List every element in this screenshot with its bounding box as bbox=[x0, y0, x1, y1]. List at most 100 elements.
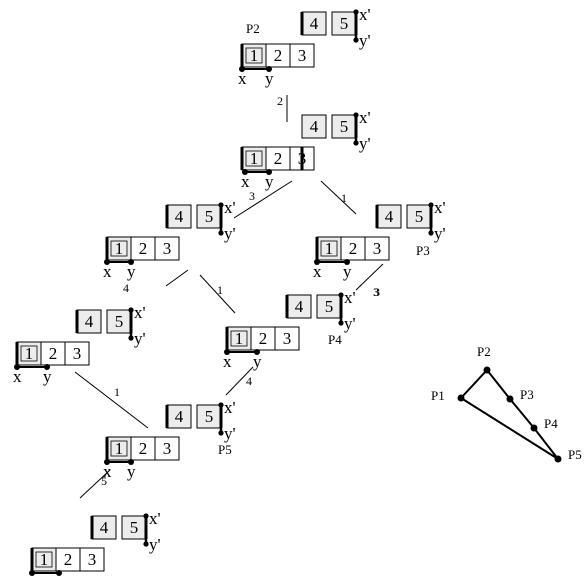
x-label: x bbox=[28, 573, 37, 579]
vertex-dot bbox=[554, 455, 562, 463]
joint-dot bbox=[143, 541, 149, 547]
edge-labels: 2 1 1 1 4 5 3 bbox=[101, 94, 379, 488]
cell-label: 3 bbox=[283, 329, 292, 348]
cell-label: 1 bbox=[325, 239, 334, 258]
cell-label: 2 bbox=[49, 344, 58, 363]
joint-dot bbox=[56, 570, 62, 576]
cell-inner bbox=[320, 240, 338, 257]
tree-edges bbox=[74, 95, 384, 499]
cell-label: 4 bbox=[310, 117, 319, 136]
p5-label: P5 bbox=[218, 442, 232, 457]
cell-label: 5 bbox=[115, 312, 124, 331]
cell-label: 2 bbox=[64, 550, 73, 569]
y-label: y bbox=[265, 172, 274, 191]
x-prime-label: x' bbox=[359, 5, 371, 24]
cell bbox=[301, 114, 327, 139]
cell-label: 3 bbox=[298, 46, 307, 65]
cell-label: 4 bbox=[310, 14, 319, 33]
cell-label: 3 bbox=[73, 344, 82, 363]
y-prime-label: y' bbox=[149, 535, 161, 554]
edge-label: 3 bbox=[373, 285, 379, 299]
joint-dot bbox=[218, 430, 224, 436]
cell-label: 2 bbox=[274, 149, 283, 168]
joint-dot bbox=[428, 230, 434, 236]
cell-label: 4 bbox=[175, 407, 184, 426]
joint-dot bbox=[224, 349, 230, 355]
cell-inner bbox=[245, 150, 263, 167]
joint-dot bbox=[242, 169, 248, 175]
tree-edge bbox=[165, 269, 189, 287]
joint-dot bbox=[428, 202, 434, 208]
y-prime-label: y' bbox=[359, 31, 371, 50]
cell-label: 5 bbox=[340, 14, 349, 33]
edge-label: 1 bbox=[341, 191, 347, 205]
cell-label: 4 bbox=[295, 297, 304, 316]
joint-dot bbox=[218, 230, 224, 236]
cell-label: 4 bbox=[100, 518, 109, 537]
cell-label: 1 bbox=[250, 149, 259, 168]
joint-dot bbox=[338, 320, 344, 326]
cell-label: 3 bbox=[373, 239, 382, 258]
joint-dot bbox=[104, 259, 110, 265]
y-prime-label: y' bbox=[224, 224, 236, 243]
p2-label: P2 bbox=[246, 21, 260, 36]
strip-configurations: 12345xyx'y'12345xyx'y'12345xyx'y'12345xy… bbox=[13, 5, 446, 579]
joint-dot bbox=[353, 112, 359, 118]
joint-dot bbox=[344, 259, 350, 265]
y-subscript: 4 bbox=[123, 281, 129, 295]
y-prime-label: y' bbox=[134, 329, 146, 348]
y-label: y bbox=[55, 573, 64, 579]
x-prime-label: x' bbox=[344, 288, 356, 307]
cell-inner bbox=[230, 330, 248, 347]
joint-dot bbox=[143, 513, 149, 519]
joint-dot bbox=[29, 570, 35, 576]
joint-dot bbox=[44, 364, 50, 370]
y-prime-label: y' bbox=[224, 424, 236, 443]
cell-inner bbox=[35, 551, 53, 568]
cell-inner bbox=[110, 440, 128, 457]
vertex-label: P2 bbox=[477, 344, 491, 359]
tree-edge bbox=[79, 469, 111, 499]
joint-dot bbox=[254, 349, 260, 355]
cell bbox=[364, 236, 390, 261]
cell-label: 2 bbox=[274, 46, 283, 65]
cell-label: 1 bbox=[25, 344, 34, 363]
vertex-label: P3 bbox=[520, 387, 534, 402]
x-prime-label: x' bbox=[149, 509, 161, 528]
tree-edge bbox=[355, 263, 384, 291]
cell-label: 3 bbox=[163, 439, 172, 458]
joint-dot bbox=[338, 292, 344, 298]
cell bbox=[274, 326, 300, 351]
cell bbox=[154, 236, 180, 261]
cell-label: 3 bbox=[163, 239, 172, 258]
edge-label: 2 bbox=[277, 94, 283, 108]
joint-dot bbox=[266, 66, 272, 72]
vertex-label: P4 bbox=[544, 416, 558, 431]
y-label: y bbox=[127, 462, 136, 481]
p3-label: P3 bbox=[416, 243, 430, 258]
joint-dot bbox=[14, 364, 20, 370]
joint-dot bbox=[353, 37, 359, 43]
cell-label: 1 bbox=[235, 329, 244, 348]
x-prime-label: x' bbox=[224, 398, 236, 417]
x-prime-label: x' bbox=[134, 303, 146, 322]
vertex-label: P5 bbox=[568, 447, 582, 462]
y-prime-label: y' bbox=[434, 224, 446, 243]
tree-edge bbox=[225, 366, 254, 396]
joint-dot bbox=[128, 459, 134, 465]
polygon-outline bbox=[460, 368, 559, 460]
vertex-dot bbox=[530, 424, 538, 432]
x-label: x bbox=[103, 462, 112, 481]
cell bbox=[289, 43, 315, 68]
cell-label: 2 bbox=[139, 439, 148, 458]
cell bbox=[64, 341, 90, 366]
joint-dot bbox=[266, 169, 272, 175]
joint-dot bbox=[128, 307, 134, 313]
joint-dot bbox=[239, 66, 245, 72]
x-label: x bbox=[13, 367, 22, 386]
position-labels: P2 P3 P4 P5 bbox=[218, 21, 430, 457]
